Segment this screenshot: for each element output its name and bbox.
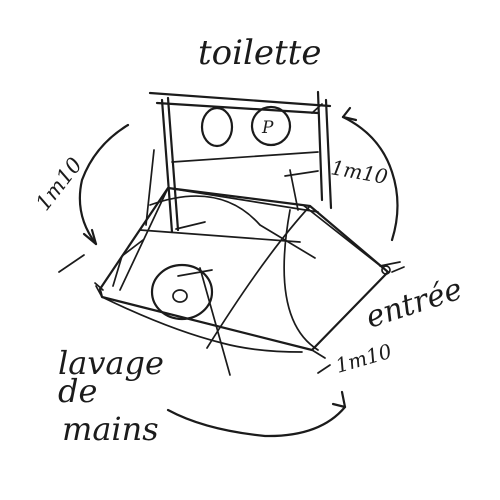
toilet-symbol-label: P — [261, 118, 274, 138]
dimension-arrow-bottom — [166, 364, 347, 438]
label-de: de — [58, 372, 97, 410]
interior-diagonals — [139, 187, 319, 376]
label-mains: mains — [62, 410, 159, 448]
label-dim-left: 1m10 — [31, 153, 87, 215]
entrance-marker — [379, 261, 405, 275]
main-room-outline — [94, 149, 390, 359]
toilet-p-symbol: P — [250, 105, 292, 147]
dimension-arrow-left — [58, 123, 130, 273]
dimension-arrow-right — [311, 103, 399, 242]
label-lavage: lavage — [58, 344, 164, 382]
label-dim-right: 1m10 — [329, 155, 390, 189]
toilet-bowl-icon — [200, 106, 234, 148]
toilet-cubicle — [148, 90, 333, 234]
label-toilette: toilette — [198, 33, 321, 73]
washbasin-icon — [150, 263, 214, 321]
label-dim-bottom: 1m10 — [333, 339, 395, 378]
